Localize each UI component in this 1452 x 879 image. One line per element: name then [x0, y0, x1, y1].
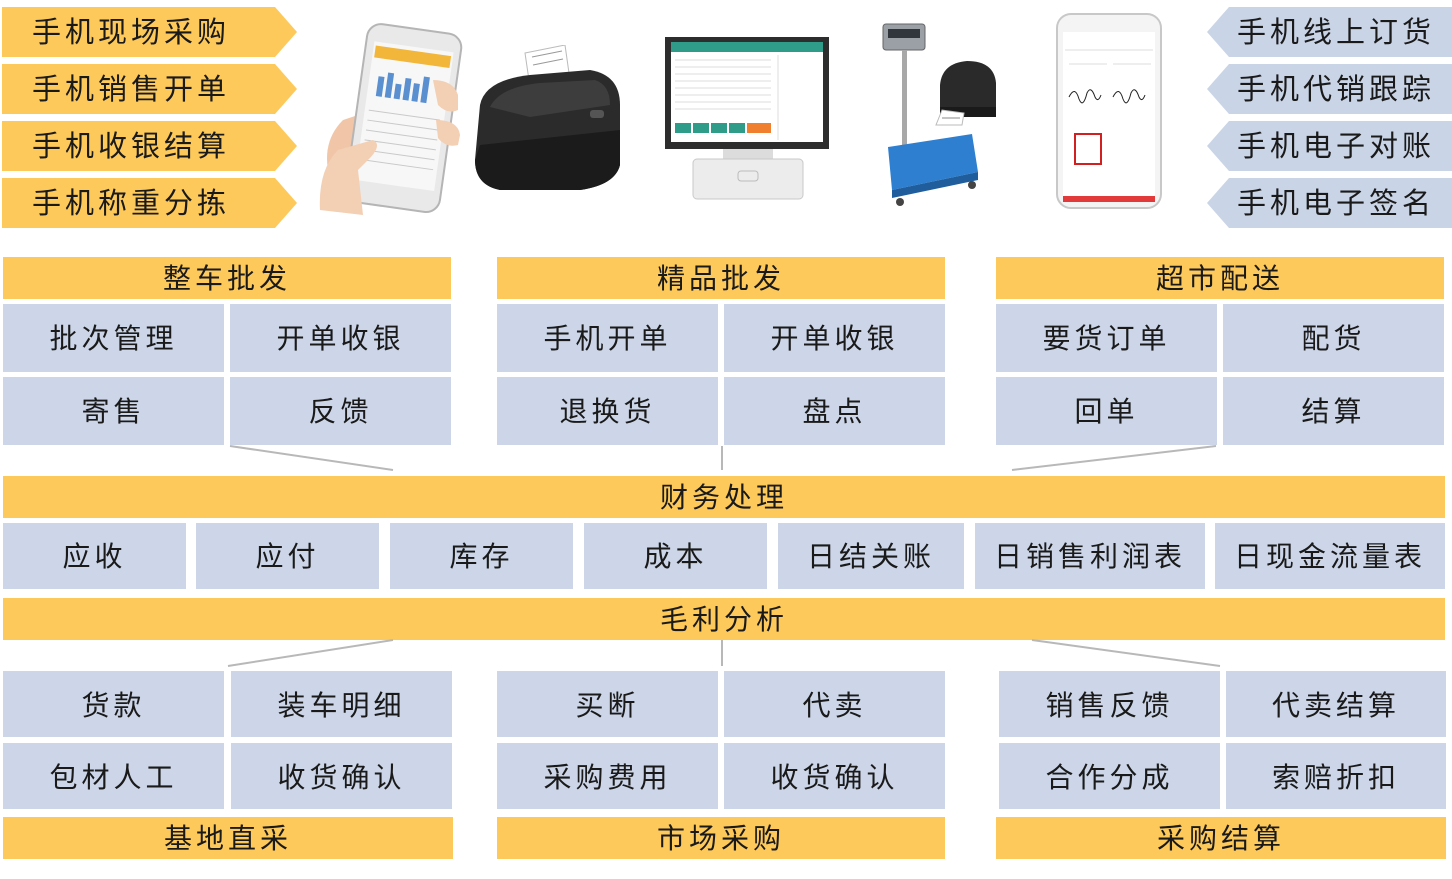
left-tag: 手机称重分拣 — [2, 178, 297, 228]
smartphone-icon — [319, 23, 463, 215]
function-cell: 开单收银 — [230, 304, 451, 372]
function-cell: 盘点 — [724, 377, 945, 445]
receipt-printer-icon — [475, 45, 620, 190]
group-title: 超市配送 — [996, 257, 1444, 299]
connector-lines-top — [229, 445, 1217, 471]
finance-cell: 日现金流量表 — [1215, 523, 1445, 589]
function-cell: 采购费用 — [497, 743, 718, 809]
function-cell: 手机开单 — [497, 304, 718, 372]
finance-cell: 应收 — [3, 523, 186, 589]
function-cell: 买断 — [497, 671, 718, 737]
group-title: 采购结算 — [996, 817, 1446, 859]
function-cell: 回单 — [996, 377, 1217, 445]
right-tag: 手机代销跟踪 — [1207, 64, 1452, 114]
function-cell: 收货确认 — [724, 743, 945, 809]
right-tag: 手机电子签名 — [1207, 178, 1452, 228]
group-title: 基地直采 — [3, 817, 453, 859]
weighing-scale-icon — [882, 23, 978, 206]
left-tag: 手机现场采购 — [2, 7, 297, 57]
function-cell: 收货确认 — [231, 743, 452, 809]
function-cell: 索赔折扣 — [1226, 743, 1446, 809]
function-cell: 合作分成 — [999, 743, 1220, 809]
function-cell: 批次管理 — [3, 304, 224, 372]
group-title: 市场采购 — [497, 817, 945, 859]
finance-cell: 应付 — [196, 523, 379, 589]
function-cell: 包材人工 — [3, 743, 224, 809]
function-cell: 销售反馈 — [999, 671, 1220, 737]
function-cell: 退换货 — [497, 377, 718, 445]
function-cell: 要货订单 — [996, 304, 1217, 372]
left-tag: 手机收银结算 — [2, 121, 297, 171]
signature-phone-icon — [1056, 13, 1162, 209]
finance-title: 财务处理 — [3, 476, 1445, 518]
finance-cell: 成本 — [584, 523, 767, 589]
function-cell: 寄售 — [3, 377, 224, 445]
function-cell: 结算 — [1223, 377, 1444, 445]
finance-cell: 日结关账 — [778, 523, 964, 589]
right-tag: 手机线上订货 — [1207, 7, 1452, 57]
right-tag: 手机电子对账 — [1207, 121, 1452, 171]
label-printer-icon — [935, 61, 996, 126]
finance-cell: 日销售利润表 — [975, 523, 1205, 589]
function-cell: 代卖 — [724, 671, 945, 737]
profit-title: 毛利分析 — [3, 598, 1445, 640]
function-cell: 配货 — [1223, 304, 1444, 372]
function-cell: 代卖结算 — [1226, 671, 1446, 737]
group-title: 精品批发 — [497, 257, 945, 299]
connector-lines-bottom — [227, 639, 1221, 667]
finance-cell: 库存 — [390, 523, 573, 589]
group-title: 整车批发 — [3, 257, 451, 299]
function-cell: 货款 — [3, 671, 224, 737]
left-tag: 手机销售开单 — [2, 64, 297, 114]
pos-terminal-icon — [665, 37, 829, 200]
function-cell: 装车明细 — [231, 671, 452, 737]
function-cell: 开单收银 — [724, 304, 945, 372]
function-cell: 反馈 — [230, 377, 451, 445]
